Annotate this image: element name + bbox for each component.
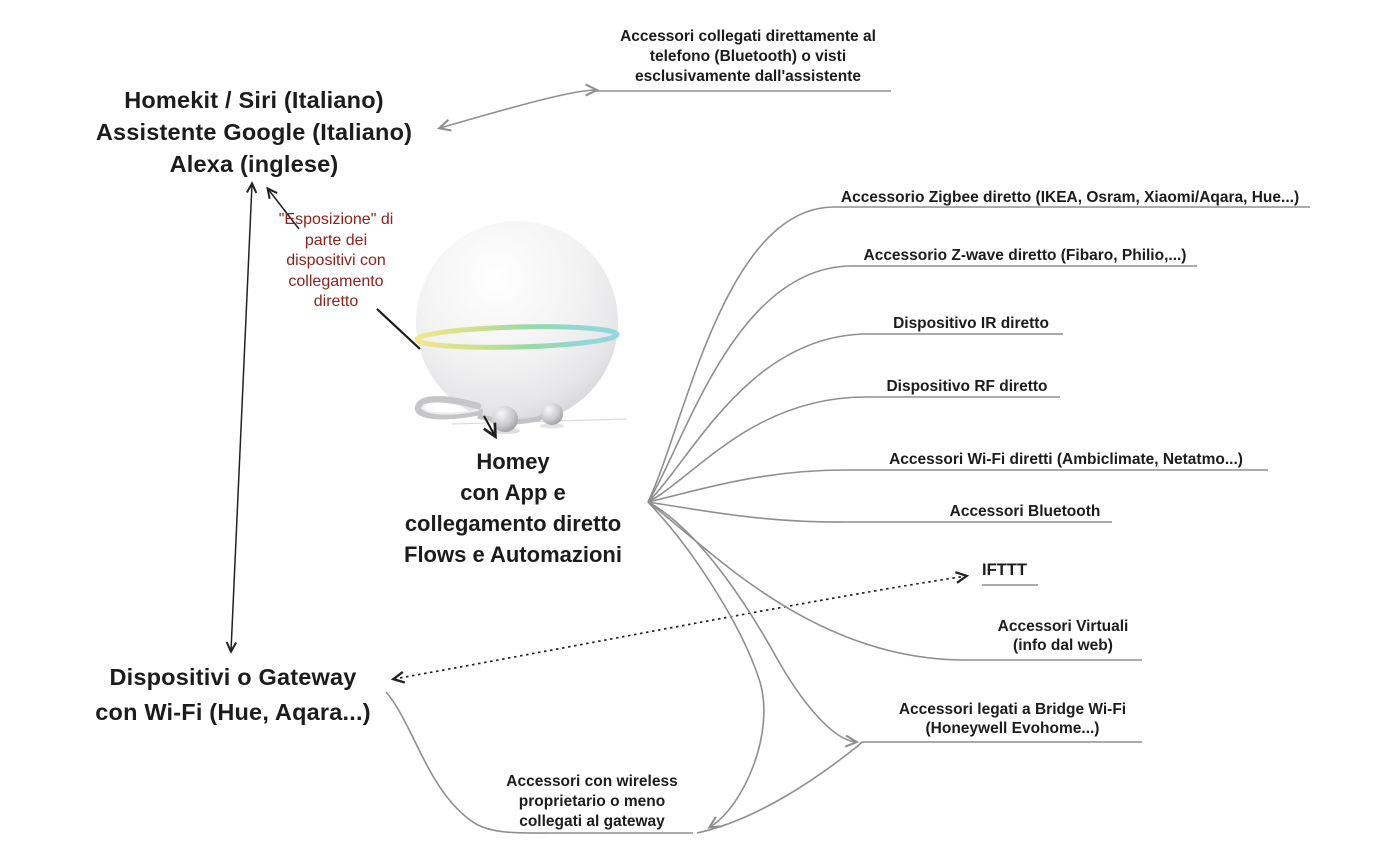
phone-accessories-label: Accessori collegati direttamente al tele…: [588, 27, 908, 87]
curve-hub-rf: [647, 396, 867, 503]
right-item-virtuali: Accessori Virtuali (info dal web): [930, 617, 1196, 655]
right-item-rf: Dispositivo RF diretto: [886, 378, 1048, 395]
right-item-bluetooth: Accessori Bluetooth: [949, 503, 1101, 520]
homey-led-ring: [414, 324, 620, 350]
gateway-label: Dispositivi o Gateway con Wi-Fi (Hue, Aq…: [66, 660, 400, 730]
exposure-to-ball-line: [376, 308, 421, 350]
exposure-note-line: dispositivi con: [286, 252, 386, 269]
exposure-note-line: parte dei: [304, 231, 368, 249]
exposure-note-line: diretto: [313, 293, 359, 310]
right-item-bridge: Accessori legati a Bridge Wi-Fi (Honeywe…: [860, 700, 1165, 738]
assistants-phoneacc-arrow: [436, 83, 600, 132]
exposure-note-line: collegamento: [288, 272, 384, 290]
hub-label-line: Homey: [476, 449, 550, 474]
power-cable: [414, 396, 484, 420]
power-cable-highlight: [422, 404, 479, 415]
curve-hub-wifi: [647, 469, 847, 503]
gateway-line: Dispositivi o Gateway: [109, 664, 357, 690]
exposure-note-line: "Esposizione" di: [278, 211, 394, 228]
hub-label-line: Flows e Automazioni: [404, 542, 622, 567]
right-item-ir: Dispositivo IR diretto: [893, 315, 1049, 332]
curve-gateway-gwacc: [385, 691, 693, 834]
gateway-ifttt-dotted-arrow: [394, 576, 966, 679]
assistants-line: Alexa (inglese): [169, 151, 339, 177]
assistants-gateway-double-arrow: [231, 184, 252, 651]
curve-hub-ir: [647, 333, 869, 503]
curve-gwacc-bridge: [696, 741, 863, 834]
hub-label-line: collegamento diretto: [404, 511, 622, 536]
curve-hub-virtuali: [647, 501, 966, 661]
foot-shadow: [540, 423, 564, 429]
right-item-virtuali-line: (info dal web): [1013, 637, 1113, 654]
right-item-wifi: Accessori Wi-Fi diretti (Ambiclimate, Ne…: [889, 451, 1243, 468]
right-foot: [541, 403, 563, 425]
curve-hub-gwacc: [647, 501, 765, 829]
gateway-accessories-label: Accessori con wireless proprietario o me…: [472, 772, 712, 832]
ground-line: [451, 418, 628, 425]
gateway-line: con Wi-Fi (Hue, Aqara...): [95, 699, 371, 725]
right-item-ifttt: IFTTT: [982, 561, 1027, 579]
gray-connectors: [385, 83, 1310, 834]
curve-hub-zwave: [647, 265, 853, 503]
right-item-bridge-line: Accessori legati a Bridge Wi-Fi: [898, 701, 1127, 718]
hub-label-line: con App e: [460, 480, 566, 505]
assistants-label: Homekit / Siri (Italiano) Assistente Goo…: [70, 84, 438, 180]
gateway-accessories-line: proprietario o meno: [518, 793, 666, 810]
assistants-line: Assistente Google (Italiano): [95, 119, 413, 145]
right-item-bridge-line: (Honeywell Evohome...): [925, 720, 1100, 737]
exposure-note: "Esposizione" di parte dei dispositivi c…: [268, 210, 404, 313]
gateway-accessories-line: collegati al gateway: [519, 813, 665, 830]
front-foot: [492, 406, 518, 432]
curve-hub-bluetooth: [647, 501, 849, 523]
right-item-zigbee: Accessorio Zigbee diretto (IKEA, Osram, …: [840, 189, 1300, 206]
right-item-zwave: Accessorio Z-wave diretto (Fibaro, Phili…: [863, 247, 1187, 264]
annotation-arrows: [231, 184, 966, 679]
exposure-to-assistants-arrow: [268, 189, 300, 230]
curve-hub-zigbee: [647, 206, 835, 503]
assistants-line: Homekit / Siri (Italiano): [124, 87, 384, 113]
homey-sphere: [416, 221, 618, 423]
gateway-accessories-line: Accessori con wireless: [506, 773, 678, 790]
hub-label: Homey con App e collegamento diretto Flo…: [380, 446, 646, 570]
phone-accessories-line: telefono (Bluetooth) o visti: [649, 48, 847, 65]
right-item-virtuali-line: Accessori Virtuali: [997, 618, 1129, 635]
phone-accessories-line: esclusivamente dall'assistente: [635, 68, 861, 85]
phone-accessories-line: Accessori collegati direttamente al: [620, 28, 876, 45]
ball-to-hublabel-arrow: [484, 415, 495, 436]
curve-hub-bridge: [647, 501, 860, 748]
homey-device-illustration: [414, 221, 628, 434]
